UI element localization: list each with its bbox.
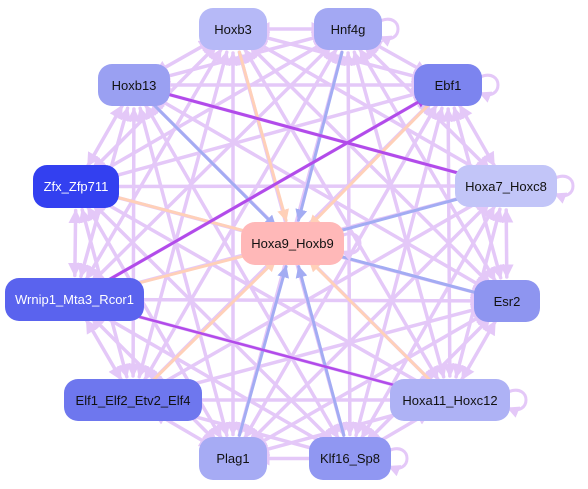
self-loop-hoxa11 [506, 388, 528, 418]
node-label: Elf1_Elf2_Etv2_Elf4 [75, 392, 191, 408]
node-label: Hoxb3 [214, 21, 252, 37]
node-hoxb3[interactable]: Hoxb3 [199, 8, 267, 50]
self-loop-ebf1 [478, 73, 500, 103]
node-hoxb13[interactable]: Hoxb13 [98, 64, 170, 106]
edge-hoxb3-hoxa9 [237, 50, 289, 222]
node-esr2[interactable]: Esr2 [474, 280, 540, 322]
self-loop-hnf4g [378, 17, 400, 47]
edge-hoxb13-hoxa7 [155, 89, 485, 183]
edge-wrnip1-ebf1 [93, 95, 429, 290]
node-label: Hoxa11_Hoxc12 [402, 392, 498, 408]
node-hoxa11[interactable]: Hoxa11_Hoxc12 [390, 379, 510, 421]
node-label: Klf16_Sp8 [320, 451, 380, 466]
node-ebf1[interactable]: Ebf1 [414, 64, 482, 106]
edge-zfx-hoxa9 [97, 191, 271, 241]
node-label: Hnf4g [330, 21, 366, 37]
node-plag1[interactable]: Plag1 [199, 437, 267, 480]
node-label: Hoxa9_Hoxb9 [251, 236, 334, 251]
node-label: Hoxb13 [111, 77, 157, 93]
node-label: Esr2 [493, 293, 521, 309]
edge-hoxb13-hoxa9 [149, 100, 278, 229]
edge-hoxa11-hoxa9 [308, 258, 435, 385]
self-loop-hoxa7 [553, 174, 575, 204]
node-label: Hoxa7_Hoxc8 [465, 178, 547, 194]
self-loop-hoxa9 [340, 232, 362, 262]
node-label: Plag1 [216, 451, 250, 466]
node-wrnip1[interactable]: Wrnip1_Mta3_Rcor1 [5, 278, 144, 321]
node-label: Wrnip1_Mta3_Rcor1 [15, 292, 134, 307]
edge-zfx-wrnip1 [67, 208, 83, 278]
edge-wrnip1-esr2 [96, 292, 485, 308]
node-hoxa9[interactable]: Hoxa9_Hoxb9 [241, 222, 344, 265]
edge-ebf1-hoxa9 [307, 100, 433, 228]
edge-elf1-hoxa9 [148, 258, 277, 385]
node-zfx[interactable]: Zfx_Zfp711 [33, 165, 119, 208]
edge-wrnip1-hoxa11 [96, 304, 429, 397]
edge-hoxa7-esr2 [499, 208, 514, 279]
node-klf16[interactable]: Klf16_Sp8 [309, 437, 391, 480]
edge-hoxa7-hoxa9 [314, 190, 485, 241]
edge-klf16-hoxa9 [295, 265, 346, 437]
node-label: Zfx_Zfp711 [43, 179, 109, 194]
node-elf1[interactable]: Elf1_Elf2_Etv2_Elf4 [64, 379, 202, 421]
self-loop-klf16 [387, 447, 409, 477]
node-hnf4g[interactable]: Hnf4g [314, 8, 382, 50]
node-hoxa7[interactable]: Hoxa7_Hoxc8 [455, 165, 557, 207]
node-label: Ebf1 [434, 77, 462, 93]
